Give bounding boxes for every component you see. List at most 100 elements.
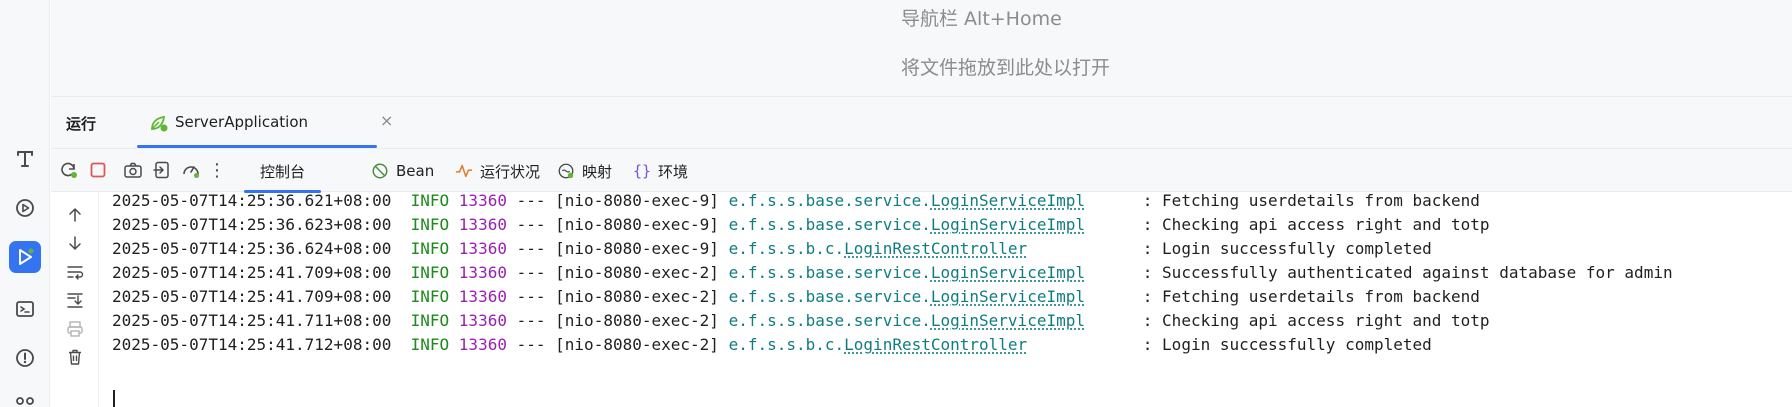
- tab-console-label: 控制台: [260, 161, 305, 182]
- logger-package: e.f.s.s.base.service.: [729, 192, 931, 210]
- log-pid: 13360: [459, 263, 507, 282]
- tab-server-application[interactable]: ServerApplication ×: [131, 97, 377, 148]
- log-timestamp: 2025-05-07T14:25:36.624+08:00: [112, 239, 391, 258]
- logger-class-link[interactable]: LoginServiceImpl: [931, 215, 1085, 234]
- log-timestamp: 2025-05-07T14:25:41.709+08:00: [112, 263, 391, 282]
- logger-class-link[interactable]: LoginServiceImpl: [931, 311, 1085, 330]
- clear-all-icon[interactable]: [64, 346, 86, 368]
- log-pid: 13360: [459, 215, 507, 234]
- log-separator: ---: [517, 263, 546, 282]
- log-message: : Fetching userdetails from backend: [1143, 287, 1480, 306]
- mapping-icon: [556, 161, 576, 181]
- tab-health[interactable]: 运行状况: [454, 149, 540, 193]
- text-tool-icon[interactable]: [9, 143, 41, 175]
- nav-bar-hint: 导航栏 Alt+Home: [901, 4, 1062, 31]
- log-message: : Successfully authenticated against dat…: [1143, 263, 1673, 282]
- log-level: INFO: [411, 263, 450, 282]
- log-thread: [nio-8080-exec-9]: [555, 239, 719, 258]
- services-icon[interactable]: [9, 192, 41, 224]
- log-separator: ---: [517, 192, 546, 210]
- import-icon[interactable]: [151, 159, 173, 181]
- logger-class-link[interactable]: LoginServiceImpl: [931, 263, 1085, 282]
- terminal-icon[interactable]: [9, 293, 41, 325]
- log-level: INFO: [411, 335, 450, 354]
- log-level: INFO: [411, 287, 450, 306]
- tab-environment-label: 环境: [658, 161, 688, 182]
- console-gutter: [51, 192, 99, 407]
- log-line: 2025-05-07T14:25:36.623+08:00 INFO 13360…: [112, 211, 1490, 238]
- logger-class-link[interactable]: LoginServiceImpl: [931, 192, 1085, 210]
- tab-console[interactable]: 控制台: [244, 149, 321, 193]
- log-line: 2025-05-07T14:25:36.624+08:00 INFO 13360…: [112, 235, 1432, 262]
- logger-package: e.f.s.s.base.service.: [729, 215, 931, 234]
- log-thread: [nio-8080-exec-9]: [555, 192, 719, 210]
- health-icon: [454, 161, 474, 181]
- problems-icon[interactable]: [9, 342, 41, 374]
- print-icon[interactable]: [64, 318, 86, 340]
- activity-bar: [0, 0, 50, 407]
- log-separator: ---: [517, 239, 546, 258]
- log-thread: [nio-8080-exec-2]: [555, 287, 719, 306]
- spring-boot-run-icon: [148, 112, 170, 134]
- log-separator: ---: [517, 311, 546, 330]
- log-timestamp: 2025-05-07T14:25:41.712+08:00: [112, 335, 391, 354]
- console-output[interactable]: 2025-05-07T14:25:36.621+08:00 INFO 13360…: [100, 192, 1792, 407]
- scroll-up-icon[interactable]: [64, 204, 86, 226]
- stop-icon[interactable]: [87, 159, 109, 181]
- log-thread: [nio-8080-exec-2]: [555, 311, 719, 330]
- tab-environment[interactable]: {} 环境: [632, 149, 688, 193]
- environment-icon: {}: [632, 161, 652, 181]
- log-separator: ---: [517, 215, 546, 234]
- log-timestamp: 2025-05-07T14:25:41.711+08:00: [112, 311, 391, 330]
- log-separator: ---: [517, 335, 546, 354]
- logger-class-link[interactable]: LoginRestController: [844, 239, 1027, 258]
- tab-label: ServerApplication: [175, 113, 308, 131]
- more-options-icon[interactable]: ⋮: [206, 159, 228, 181]
- scroll-down-icon[interactable]: [64, 232, 86, 254]
- camera-icon[interactable]: [122, 159, 144, 181]
- rerun-icon[interactable]: [58, 159, 80, 181]
- logger-package: e.f.s.s.b.c.: [729, 335, 845, 354]
- log-pid: 13360: [459, 192, 507, 210]
- close-icon[interactable]: ×: [380, 111, 393, 130]
- log-pid: 13360: [459, 311, 507, 330]
- log-thread: [nio-8080-exec-2]: [555, 263, 719, 282]
- logger-package: e.f.s.s.base.service.: [729, 287, 931, 306]
- run-icon[interactable]: [9, 241, 41, 273]
- log-line: 2025-05-07T14:25:41.709+08:00 INFO 13360…: [112, 283, 1480, 310]
- log-message: : Fetching userdetails from backend: [1143, 192, 1480, 210]
- log-message: : Checking api access right and totp: [1143, 311, 1490, 330]
- logger-package: e.f.s.s.b.c.: [729, 239, 845, 258]
- tab-mappings-label: 映射: [582, 161, 612, 182]
- log-thread: [nio-8080-exec-2]: [555, 335, 719, 354]
- log-separator: ---: [517, 287, 546, 306]
- log-timestamp: 2025-05-07T14:25:41.709+08:00: [112, 287, 391, 306]
- log-level: INFO: [411, 192, 450, 210]
- text-caret: [113, 390, 115, 407]
- log-pid: 13360: [459, 239, 507, 258]
- log-thread: [nio-8080-exec-9]: [555, 215, 719, 234]
- log-message: : Login successfully completed: [1143, 239, 1432, 258]
- soft-wrap-icon[interactable]: [64, 261, 86, 283]
- drop-files-hint: 将文件拖放到此处以打开: [901, 53, 1110, 80]
- profiler-icon[interactable]: [180, 159, 202, 181]
- log-message: : Login successfully completed: [1143, 335, 1432, 354]
- tab-bean[interactable]: Bean: [370, 149, 434, 193]
- logger-class-link[interactable]: LoginRestController: [844, 335, 1027, 354]
- scroll-to-end-icon[interactable]: [64, 289, 86, 311]
- logger-class-link[interactable]: LoginServiceImpl: [931, 287, 1085, 306]
- bean-icon: [370, 161, 390, 181]
- log-pid: 13360: [459, 335, 507, 354]
- log-level: INFO: [411, 239, 450, 258]
- run-toolbar: ⋮ 控制台 Bean 运行状况 映射 {} 环境: [51, 148, 1792, 192]
- log-level: INFO: [411, 311, 450, 330]
- editor-empty-area[interactable]: 导航栏 Alt+Home 将文件拖放到此处以打开: [51, 0, 1792, 97]
- structure-icon[interactable]: [9, 388, 41, 407]
- log-line: 2025-05-07T14:25:41.712+08:00 INFO 13360…: [112, 331, 1432, 358]
- logger-package: e.f.s.s.base.service.: [729, 263, 931, 282]
- log-timestamp: 2025-05-07T14:25:36.621+08:00: [112, 192, 391, 210]
- tab-mappings[interactable]: 映射: [556, 149, 612, 193]
- log-message: : Checking api access right and totp: [1143, 215, 1490, 234]
- log-pid: 13360: [459, 287, 507, 306]
- log-level: INFO: [411, 215, 450, 234]
